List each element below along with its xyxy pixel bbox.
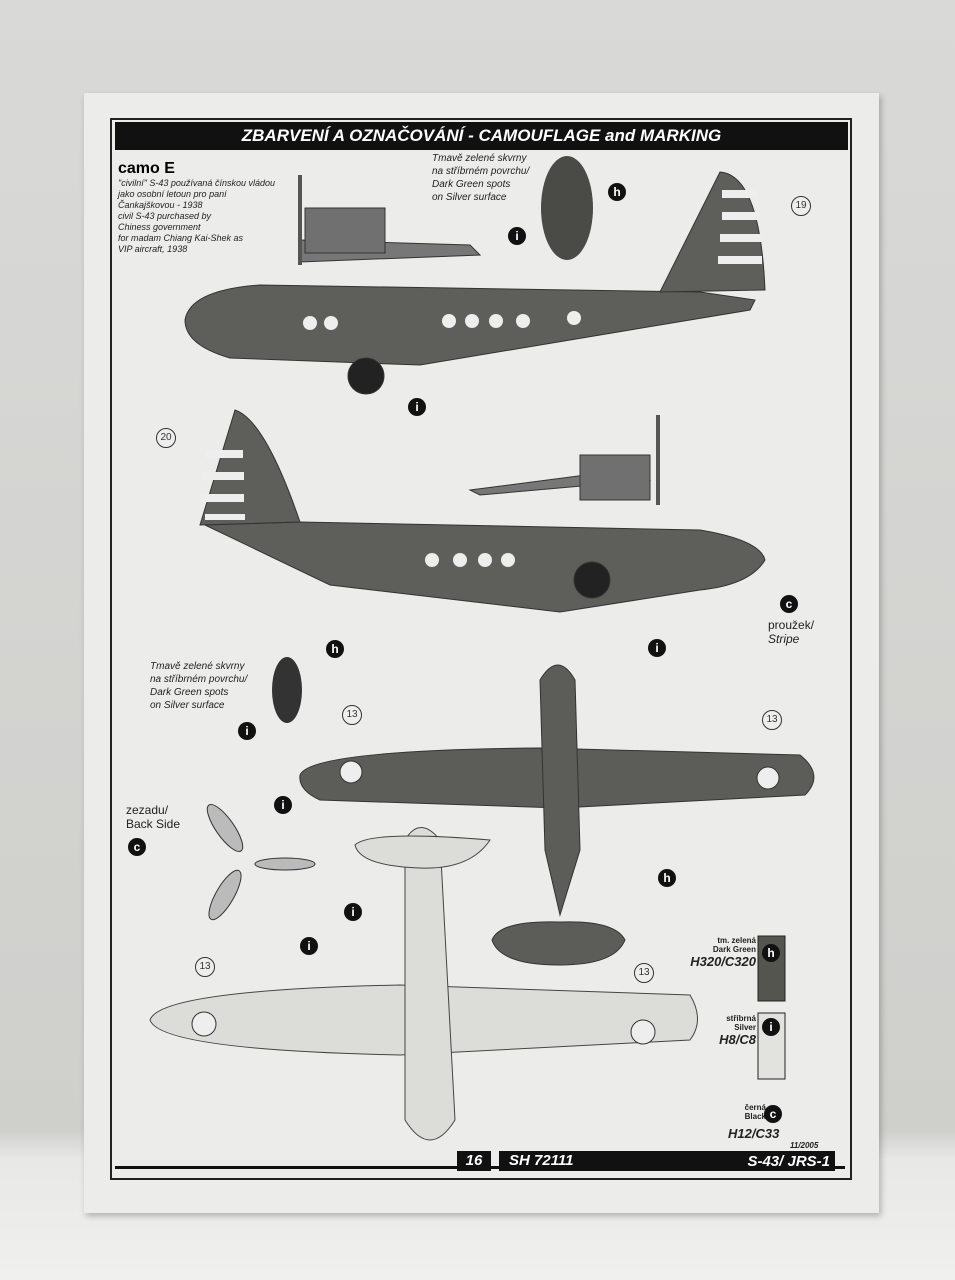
text-line: H320/C320 (690, 954, 756, 969)
legend-h-icon: h (762, 944, 780, 962)
callout-number: 20 (156, 428, 176, 448)
text-line: zezadu/ (126, 803, 169, 817)
text-line: černá (744, 1103, 766, 1112)
marker-i-icon: i (508, 227, 526, 245)
text-line: on Silver surface (432, 192, 507, 203)
desc-cz-line: Čankajškovou - 1938 (118, 200, 203, 210)
camo-title: camo E (118, 160, 175, 177)
propeller-back-side (206, 803, 316, 921)
tail-stripes-left (200, 450, 245, 520)
marker-h-icon: h (608, 183, 626, 201)
bottom-view (149, 827, 698, 1141)
stripe-label: proužek/Stripe (768, 618, 814, 646)
legend-black: černá Black (720, 1103, 766, 1121)
camo-swatch-mid (272, 657, 302, 723)
text-line: Stripe (768, 632, 800, 646)
marker-h-icon: h (326, 640, 344, 658)
page-title: ZBARVENÍ A OZNAČOVÁNÍ - CAMOUFLAGE and M… (115, 122, 848, 150)
marker-i-icon: i (238, 722, 256, 740)
kit-number: SH 72111 (499, 1151, 835, 1171)
marker-c-icon: c (780, 595, 798, 613)
marker-i-icon: i (344, 903, 362, 921)
roundels (191, 760, 780, 1045)
callout-number: 19 (791, 196, 811, 216)
text-line: tm. zelená (717, 936, 756, 945)
callout-number: 13 (634, 963, 654, 983)
text-line: Silver (734, 1023, 756, 1032)
back-side-label: zezadu/Back Side (126, 803, 180, 831)
model-name: S-43/ JRS-1 (747, 1153, 830, 1170)
marker-i-icon: i (300, 937, 318, 955)
marker-h-icon: h (658, 869, 676, 887)
marker-c-icon: c (128, 838, 146, 856)
desc-cz-line: jako osobní letoun pro paní (118, 189, 227, 199)
page-frame (110, 118, 852, 1180)
callout-number: 13 (195, 957, 215, 977)
text-line: Tmavě zelené skvrny (432, 153, 527, 164)
marker-i-icon: i (648, 639, 666, 657)
text-line: Dark Green spots (432, 179, 511, 190)
text-line: H8/C8 (719, 1032, 756, 1047)
legend-silver: stříbrná Silver H8/C8 (690, 1014, 756, 1047)
desc-en-line: VIP aircraft, 1938 (118, 244, 188, 254)
text-line: na stříbrném povrchu/ (150, 674, 248, 685)
text-line: na stříbrném povrchu/ (432, 166, 530, 177)
spots-callout-mid: Tmavě zelené skvrny na stříbrném povrchu/… (150, 660, 247, 712)
desc-en-line: Chiness government (118, 222, 201, 232)
legend-i-icon: i (762, 1018, 780, 1036)
text-line: proužek/ (768, 618, 815, 632)
marker-i-icon: i (408, 398, 426, 416)
desc-en-line: for madam Chiang Kai-Shek as (118, 233, 244, 243)
legend-c-icon: c (764, 1105, 782, 1123)
camo-description: camo E "civilní" S-43 používaná čínskou … (118, 160, 275, 255)
legend-black-code: H12/C33 (728, 1126, 780, 1141)
text-line: Back Side (126, 817, 181, 831)
legend-dark-green: tm. zelená Dark Green H320/C320 (680, 936, 756, 969)
desc-en-line: civil S-43 purchased by (118, 211, 212, 221)
page-number: 16 (457, 1151, 491, 1171)
callout-number: 13 (762, 710, 782, 730)
side-view-right (184, 171, 766, 395)
spots-callout-top: Tmavě zelené skvrny na stříbrném povrchu/… (432, 152, 529, 204)
tail-stripes-right (718, 190, 762, 264)
side-view-left (199, 409, 766, 613)
top-view (299, 664, 815, 966)
print-date: 11/2005 (790, 1141, 819, 1150)
text-line: stříbrná (726, 1014, 756, 1023)
text-line: Black (744, 1112, 766, 1121)
text-line: Tmavě zelené skvrny (150, 661, 245, 672)
text-line: Dark Green spots (150, 687, 229, 698)
camo-swatch-top (541, 156, 593, 260)
text-line: Dark Green (712, 945, 756, 954)
marker-i-icon: i (274, 796, 292, 814)
desc-cz-line: "civilní" S-43 používaná čínskou vládou (118, 178, 275, 188)
text-line: on Silver surface (150, 700, 225, 711)
side-view-right-windows (303, 311, 581, 330)
callout-number: 13 (342, 705, 362, 725)
